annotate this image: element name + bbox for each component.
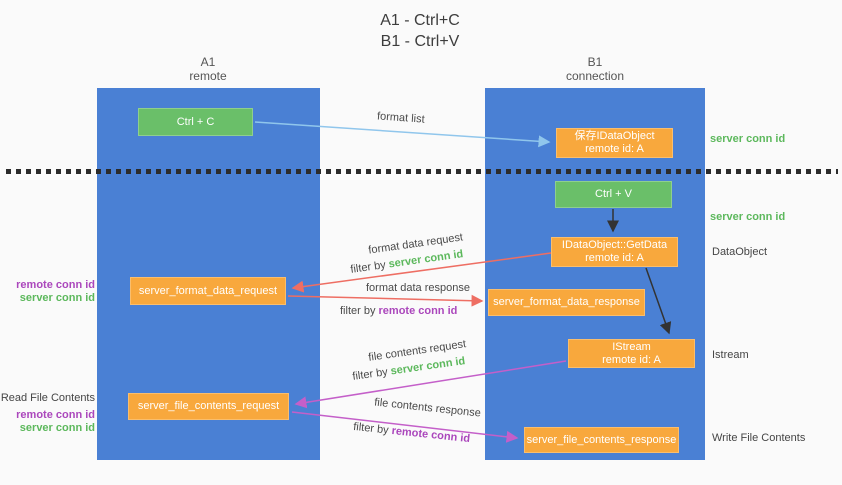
server-file-contents-response-label: server_file_contents_response <box>526 433 677 446</box>
filter-by-text-3: filter by <box>351 365 392 383</box>
save-dataobject-box: 保存IDataObject remote id: A <box>556 128 673 158</box>
title-line-1: A1 - Ctrl+C <box>380 12 460 29</box>
remote-conn-id-inline-1: remote conn id <box>378 305 458 317</box>
ctrl-c-box: Ctrl + C <box>138 108 253 136</box>
filter-by-server-conn-id-label-1: filter by server conn id <box>350 248 464 276</box>
filter-by-remote-conn-id-label-1: filter by remote conn id <box>340 305 457 317</box>
remote-conn-id-label-mid: remote conn id <box>16 279 95 291</box>
server-conn-id-label-left-bottom: server conn id <box>19 422 95 434</box>
server-conn-id-label-mid: server conn id <box>710 211 786 223</box>
write-file-contents-label: Write File Contents <box>712 432 806 444</box>
filter-by-remote-conn-id-label-2: filter by remote conn id <box>353 421 471 445</box>
save-dataobject-line1: 保存IDataObject <box>574 130 655 142</box>
istream-box: IStream remote id: A <box>568 339 695 368</box>
server-conn-id-label-left-mid: server conn id <box>19 292 95 304</box>
ctrl-c-label: Ctrl + C <box>176 115 215 128</box>
istream-line1: IStream <box>612 340 651 353</box>
format-data-response-label: format data response <box>366 282 470 294</box>
diagram-title: A1 - Ctrl+C B1 - Ctrl+V <box>300 10 540 52</box>
dataobject-label: DataObject <box>712 246 768 258</box>
lane-b1-name: B1 <box>587 55 603 69</box>
save-dataobject-line2: remote id: A <box>585 143 644 155</box>
server-file-contents-response-box: server_file_contents_response <box>524 427 679 453</box>
lane-a1-name: A1 <box>200 55 216 69</box>
format-list-label: format list <box>376 110 426 126</box>
istream-line2: remote id: A <box>602 353 661 366</box>
getdata-line1: IDataObject::GetData <box>561 239 668 251</box>
lane-header-a1: A1 remote <box>98 55 318 83</box>
ctrl-v-box: Ctrl + V <box>555 181 672 208</box>
lane-a1-role: remote <box>189 69 227 83</box>
remote-conn-id-label-bottom: remote conn id <box>16 409 95 421</box>
istream-side-label: Istream <box>712 349 749 361</box>
server-format-data-request-label: server_format_data_request <box>138 284 278 297</box>
filter-by-text-2: filter by <box>340 305 379 317</box>
lane-header-b1: B1 connection <box>485 55 705 83</box>
filter-by-text-4: filter by <box>352 420 393 437</box>
remote-conn-id-inline-2: remote conn id <box>390 424 471 446</box>
server-file-contents-request-label: server_file_contents_request <box>137 400 280 412</box>
server-format-data-response-label: server_format_data_response <box>493 296 640 308</box>
server-format-data-response-box: server_format_data_response <box>488 289 645 316</box>
server-format-data-request-box: server_format_data_request <box>130 277 286 305</box>
left-mid-conn-id-labels: remote conn id server conn id <box>0 279 95 305</box>
title-line-2: B1 - Ctrl+V <box>380 33 460 50</box>
phase-separator-dotted-line <box>6 169 838 174</box>
file-contents-response-label: file contents response <box>373 396 482 420</box>
getdata-box: IDataObject::GetData remote id: A <box>551 237 678 267</box>
server-file-contents-request-box: server_file_contents_request <box>128 393 289 420</box>
left-bottom-conn-id-labels: remote conn id server conn id <box>0 409 95 435</box>
lane-b1-role: connection <box>565 69 625 83</box>
ctrl-v-label: Ctrl + V <box>595 188 632 200</box>
filter-by-text: filter by <box>349 258 390 276</box>
server-conn-id-label-top: server conn id <box>710 133 786 145</box>
read-file-contents-label: Read File Contents <box>0 392 95 404</box>
getdata-line2: remote id: A <box>585 252 644 264</box>
